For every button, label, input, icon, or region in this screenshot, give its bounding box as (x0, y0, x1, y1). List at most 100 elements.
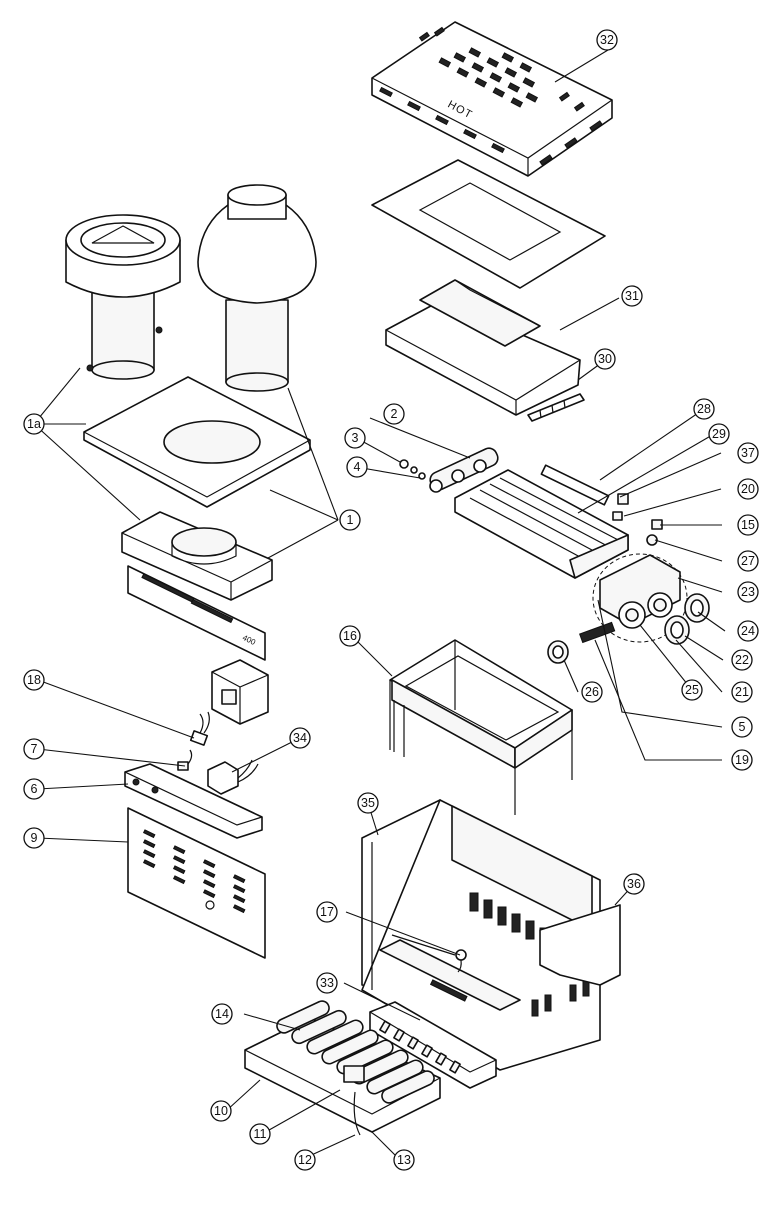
callout-6: 6 (23, 778, 45, 800)
part-bracket-strip (527, 393, 585, 422)
callout-28: 28 (693, 398, 715, 420)
callout-12: 12 (294, 1149, 316, 1171)
svg-text:7: 7 (31, 742, 38, 756)
callout-19: 19 (731, 749, 753, 771)
callout-17: 17 (316, 901, 338, 923)
cover-side-vents (379, 86, 603, 166)
svg-text:6: 6 (31, 782, 38, 796)
svg-text:16: 16 (343, 629, 357, 643)
callout-26: 26 (581, 681, 603, 703)
svg-text:13: 13 (397, 1153, 411, 1167)
part-drain-cap (547, 640, 569, 664)
callout-1: 1 (339, 509, 361, 531)
part-switch (189, 711, 210, 746)
svg-text:10: 10 (214, 1104, 228, 1118)
part-flue-stack-high (197, 184, 317, 392)
svg-text:33: 33 (320, 976, 334, 990)
callout-13: 13 (393, 1149, 415, 1171)
svg-text:19: 19 (735, 753, 749, 767)
part-bypass-spring (579, 621, 616, 644)
part-fittings (399, 459, 426, 480)
callout-35: 35 (357, 792, 379, 814)
svg-text:34: 34 (293, 731, 307, 745)
part-small-valves (612, 493, 663, 546)
svg-text:27: 27 (741, 554, 755, 568)
callout-22: 22 (731, 649, 753, 671)
burner-gas-valve (343, 1065, 365, 1083)
part-burner-assembly (244, 1000, 441, 1136)
callout-10: 10 (210, 1100, 232, 1122)
svg-text:30: 30 (598, 352, 612, 366)
callout-34: 34 (289, 727, 311, 749)
svg-text:17: 17 (320, 905, 334, 919)
part-flue-box (121, 511, 273, 601)
svg-text:20: 20 (741, 482, 755, 496)
svg-text:5: 5 (739, 720, 746, 734)
svg-text:11: 11 (254, 1127, 267, 1141)
part-water-manifold (592, 553, 688, 643)
callout-11: 11 (249, 1123, 271, 1145)
callout-1a: 1a (23, 413, 45, 435)
svg-text:18: 18 (27, 673, 41, 687)
svg-text:36: 36 (627, 877, 641, 891)
callout-5: 5 (731, 716, 753, 738)
svg-text:23: 23 (741, 585, 755, 599)
burner-tubes (276, 1000, 435, 1104)
part-top-cover: HOT (371, 21, 613, 177)
callout-23: 23 (737, 581, 759, 603)
leader-lines (33, 46, 726, 1161)
svg-text:21: 21 (735, 685, 749, 699)
burner-base-teeth (379, 1020, 461, 1074)
callout-37: 37 (737, 442, 759, 464)
callout-15: 15 (737, 514, 759, 536)
svg-text:14: 14 (215, 1007, 229, 1021)
panel-louvers (142, 829, 246, 914)
callout-18: 18 (23, 669, 45, 691)
callout-33: 33 (316, 972, 338, 994)
part-front-label-panel: 400 (127, 565, 266, 661)
callout-2: 2 (383, 403, 405, 425)
part-ignitor (391, 934, 467, 973)
callouts: 1a 1 2 3 4 5 6 7 9 10 11 12 13 14 15 16 … (23, 29, 759, 1171)
callout-31: 31 (621, 285, 643, 307)
callout-14: 14 (211, 1003, 233, 1025)
svg-text:28: 28 (697, 402, 711, 416)
callout-32: 32 (596, 29, 618, 51)
part-heat-exchanger (454, 464, 629, 579)
svg-text:15: 15 (741, 518, 755, 532)
callout-24: 24 (737, 620, 759, 642)
part-flue-collector (385, 279, 581, 416)
svg-text:31: 31 (625, 289, 639, 303)
part-module (207, 759, 259, 795)
callout-3: 3 (344, 427, 366, 449)
part-cabinet (361, 799, 621, 1071)
svg-text:37: 37 (741, 446, 755, 460)
svg-text:35: 35 (361, 796, 375, 810)
cabinet-vents (469, 892, 590, 1017)
svg-text:24: 24 (741, 624, 755, 638)
svg-text:26: 26 (585, 685, 599, 699)
callout-7: 7 (23, 738, 45, 760)
part-junction-bracket (211, 659, 269, 725)
svg-text:29: 29 (712, 427, 726, 441)
callout-27: 27 (737, 550, 759, 572)
svg-text:1a: 1a (27, 417, 41, 431)
callout-25: 25 (681, 679, 703, 701)
svg-text:25: 25 (685, 683, 699, 697)
svg-text:4: 4 (354, 460, 361, 474)
svg-text:3: 3 (352, 431, 359, 445)
part-flue-plate (83, 376, 311, 508)
callout-4: 4 (346, 456, 368, 478)
part-combustion-frame (389, 639, 573, 815)
svg-text:2: 2 (391, 407, 398, 421)
svg-text:12: 12 (298, 1153, 312, 1167)
svg-text:9: 9 (31, 831, 38, 845)
cover-top-vents (418, 26, 585, 112)
part-flue-stack-low (65, 214, 181, 380)
callout-20: 20 (737, 478, 759, 500)
part-header-manifold (429, 447, 499, 493)
svg-text:22: 22 (735, 653, 749, 667)
svg-text:32: 32 (600, 33, 614, 47)
